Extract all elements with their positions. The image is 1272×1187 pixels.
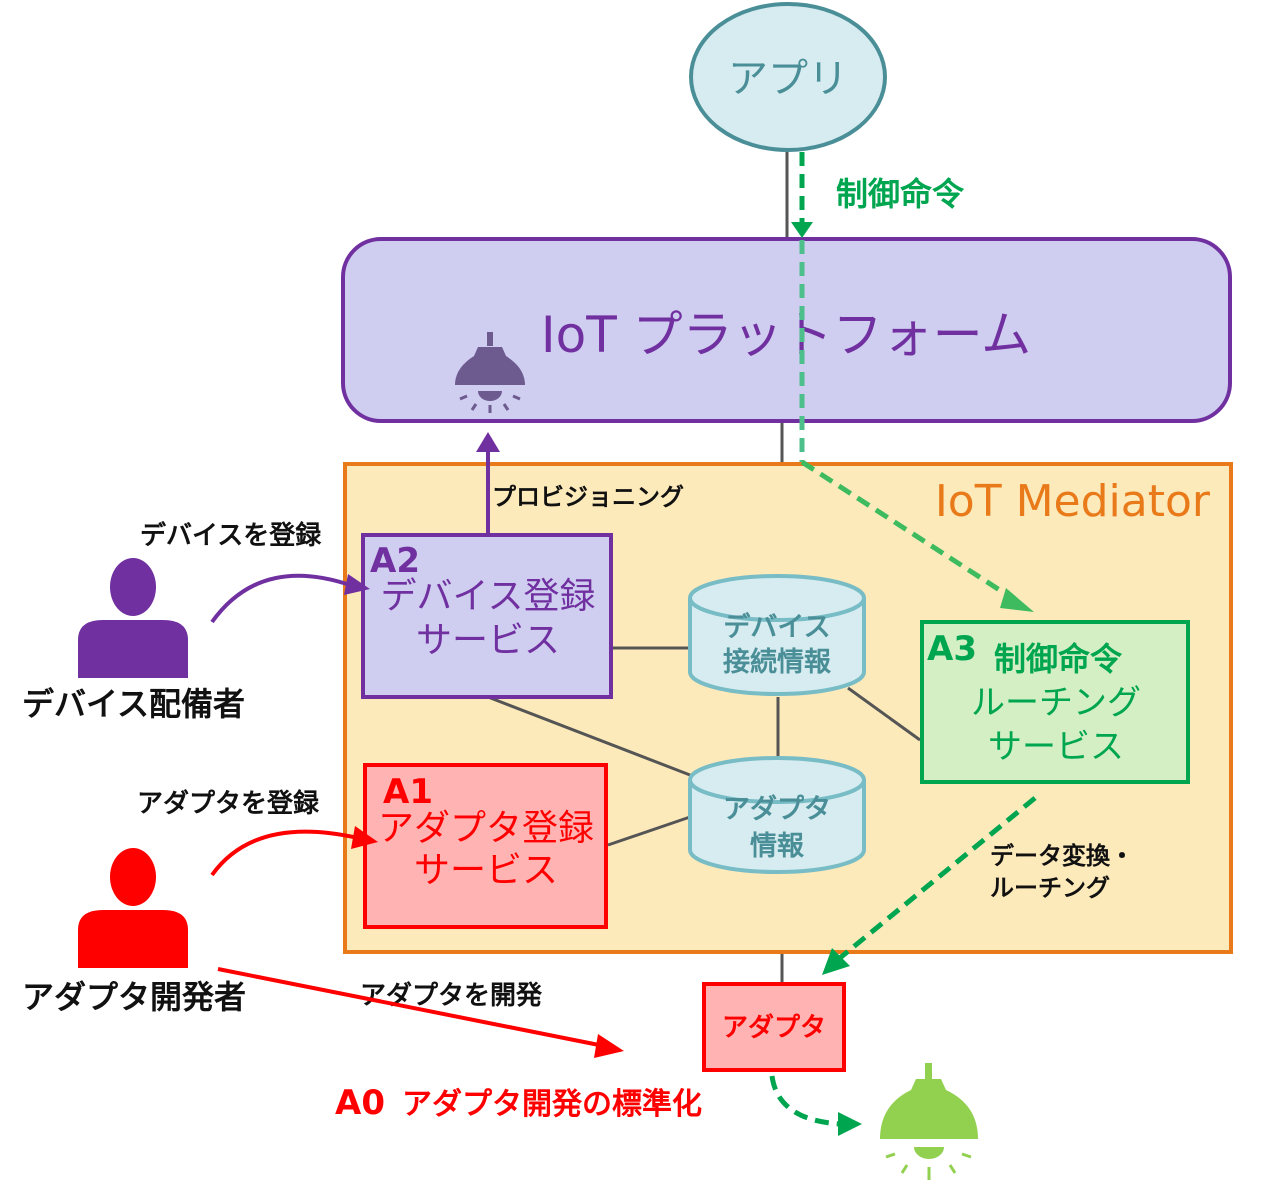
a2-line1: デバイス登録 bbox=[381, 576, 596, 617]
adapter-registration-service[interactable]: A1 アダプタ登録 サービス bbox=[363, 763, 608, 929]
adapter-label: アダプタ bbox=[722, 1012, 826, 1043]
person-icon bbox=[78, 848, 188, 968]
develop-adapter-arrow: アダプタを開発 bbox=[217, 967, 624, 1058]
control-command-label: 制御命令 bbox=[836, 175, 965, 213]
lamp-off-icon bbox=[455, 332, 525, 413]
adapter-box[interactable]: アダプタ bbox=[702, 982, 846, 1072]
lamp-on-icon bbox=[880, 1063, 978, 1180]
a3-line3: サービス bbox=[988, 727, 1124, 767]
adapter-db-line2: 情報 bbox=[750, 831, 805, 862]
adapter-developer-label: アダプタ開発者 bbox=[22, 978, 246, 1016]
adapter-db-line1: アダプタ bbox=[723, 793, 831, 825]
person-icon bbox=[78, 558, 188, 678]
a1-id: A1 bbox=[383, 772, 433, 812]
app-node[interactable]: アプリ bbox=[689, 2, 887, 152]
adapter-lamp-flow bbox=[769, 1075, 862, 1136]
data-conversion-label-1: データ変換・ bbox=[990, 842, 1134, 870]
inner-connectors bbox=[487, 646, 921, 847]
register-device-arrow: デバイスを登録 bbox=[140, 520, 370, 624]
data-conversion-flow: データ変換・ ルーチング bbox=[822, 796, 1134, 975]
a2-id: A2 bbox=[370, 541, 420, 581]
provisioning-label: プロビジョニング bbox=[492, 483, 684, 511]
a1-line1: アダプタ登録 bbox=[378, 808, 594, 849]
command-routing-service[interactable]: A3 制御命令 ルーチング サービス bbox=[920, 620, 1190, 784]
adapter-developer-actor[interactable]: アダプタ開発者 bbox=[22, 848, 246, 1016]
adapter-info-db[interactable]: アダプタ 情報 bbox=[688, 756, 866, 874]
device-deployer-label: デバイス配備者 bbox=[22, 685, 245, 723]
device-db-line1: デバイス bbox=[723, 611, 830, 643]
iot-platform[interactable]: IoT プラットフォーム bbox=[341, 237, 1232, 423]
develop-adapter-label: アダプタを開発 bbox=[360, 980, 543, 1011]
a0-standardization: A0 アダプタ開発の標準化 bbox=[335, 1083, 702, 1123]
a3-id: A3 bbox=[927, 629, 977, 669]
provisioning-arrow: プロビジョニング bbox=[476, 432, 684, 534]
app-label: アプリ bbox=[728, 56, 848, 102]
device-deployer-actor[interactable]: デバイス配備者 bbox=[22, 558, 245, 723]
a0-label: アダプタ開発の標準化 bbox=[402, 1087, 702, 1122]
device-db-line2: 接続情報 bbox=[723, 647, 832, 678]
data-conversion-label-2: ルーチング bbox=[990, 874, 1110, 902]
a0-id: A0 bbox=[335, 1083, 385, 1123]
register-adapter-arrow: アダプタを登録 bbox=[137, 788, 378, 877]
a1-line2: サービス bbox=[414, 850, 558, 891]
a3-line1: 制御命令 bbox=[994, 640, 1123, 678]
a3-line2: ルーチング bbox=[971, 683, 1141, 723]
register-device-label: デバイスを登録 bbox=[140, 520, 322, 551]
device-connection-db[interactable]: デバイス 接続情報 bbox=[688, 574, 866, 696]
a2-line2: サービス bbox=[416, 620, 560, 661]
control-command-flow: 制御命令 bbox=[791, 152, 1034, 612]
platform-label: IoT プラットフォーム bbox=[541, 306, 1031, 364]
mediator-label: IoT Mediator bbox=[935, 476, 1211, 527]
device-registration-service[interactable]: A2 デバイス登録 サービス bbox=[361, 533, 613, 699]
register-adapter-label: アダプタを登録 bbox=[137, 788, 320, 819]
